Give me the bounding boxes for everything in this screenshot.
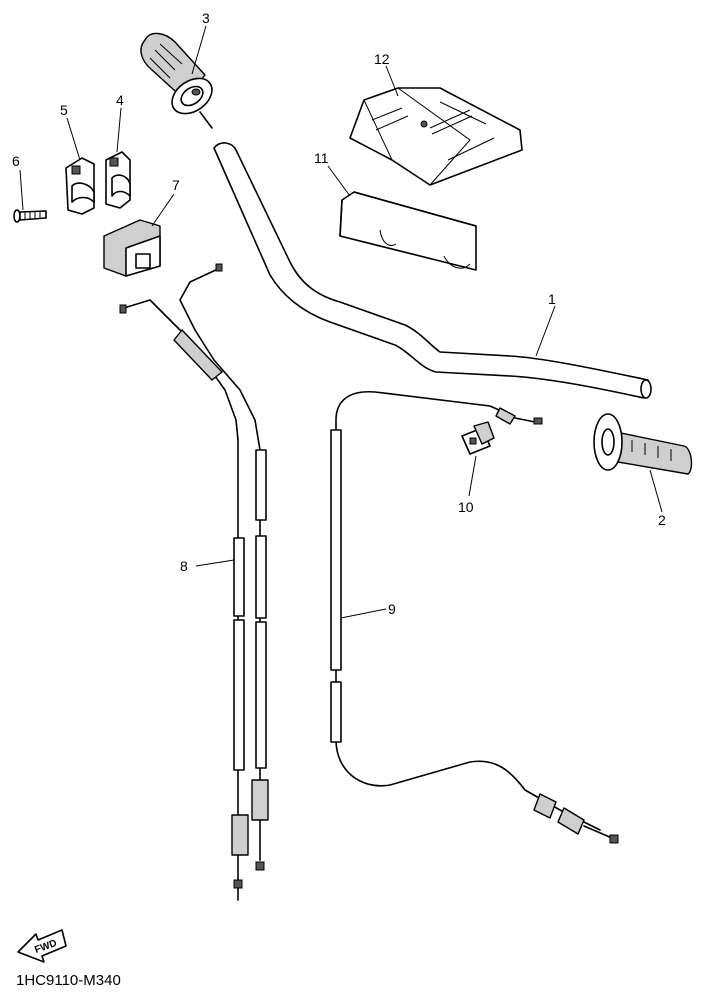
housing-cover <box>103 219 161 277</box>
leader-4 <box>116 107 122 153</box>
callout-5: 5 <box>60 102 68 118</box>
pad-cover <box>349 87 523 186</box>
leader-10 <box>468 455 477 497</box>
screw <box>13 209 47 223</box>
clutch-cable <box>330 391 619 844</box>
callout-7: 7 <box>172 177 180 193</box>
leader-12 <box>385 65 399 97</box>
throttle-cable-assembly <box>119 263 269 901</box>
leader-9 <box>340 608 387 619</box>
leader-8 <box>195 559 235 567</box>
throttle-grip <box>140 32 213 129</box>
leader-11 <box>327 165 351 197</box>
callout-6: 6 <box>12 153 20 169</box>
left-grip <box>593 413 693 475</box>
callout-10: 10 <box>458 499 474 515</box>
handlebar-pad <box>339 191 477 271</box>
handlebar <box>213 142 652 399</box>
leader-2 <box>649 469 663 513</box>
callout-2: 2 <box>658 512 666 528</box>
callout-11: 11 <box>314 150 329 166</box>
fwd-arrow-icon: FWD <box>17 929 67 963</box>
leader-6 <box>19 169 24 211</box>
leader-3 <box>191 25 207 75</box>
leader-1 <box>535 305 556 357</box>
leader-5 <box>66 117 81 161</box>
callout-8: 8 <box>180 558 188 574</box>
cable-adjuster <box>461 421 495 455</box>
callout-12: 12 <box>374 51 390 67</box>
diagram-code: 1HC9110-M340 <box>16 972 121 989</box>
throttle-housing-lower <box>65 157 95 215</box>
callout-4: 4 <box>116 92 124 108</box>
callout-1: 1 <box>548 291 556 307</box>
leader-7 <box>151 193 175 227</box>
callout-9: 9 <box>388 601 396 617</box>
callout-3: 3 <box>202 10 210 26</box>
throttle-housing-upper <box>105 151 131 209</box>
